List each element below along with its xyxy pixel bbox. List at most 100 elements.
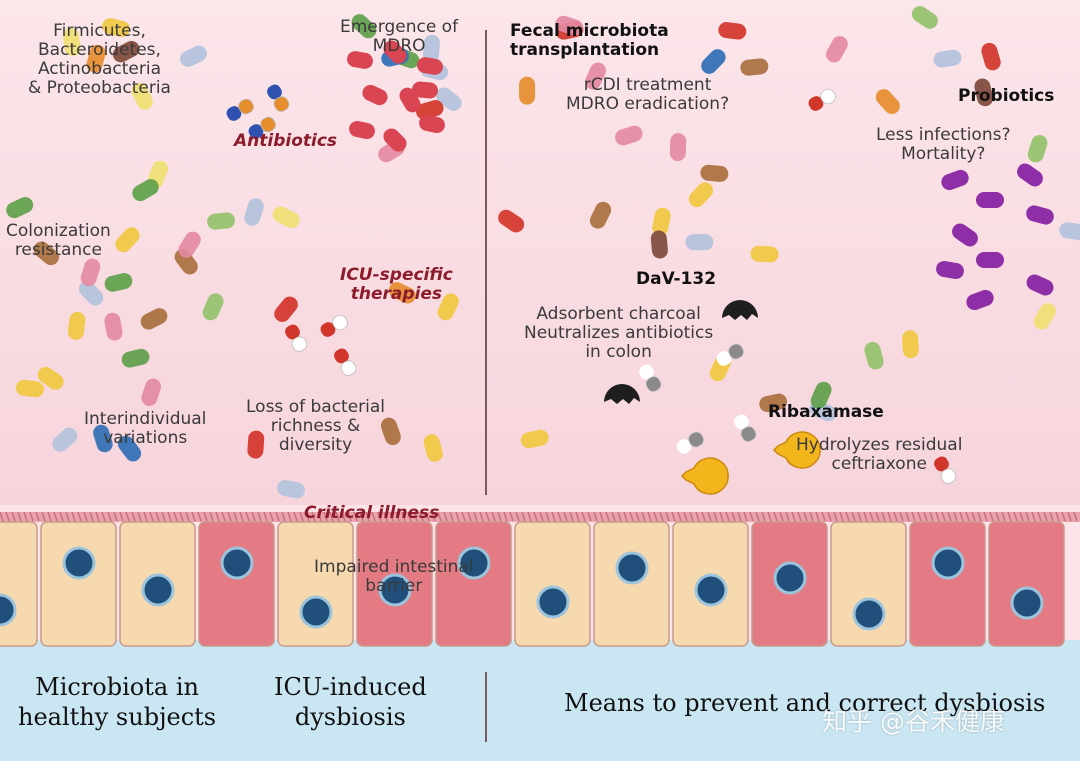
microvilli (845, 511, 850, 522)
microvilli (35, 511, 40, 522)
microvilli (791, 511, 796, 522)
microvilli (911, 511, 916, 522)
probiotic-bacterium (1026, 274, 1054, 296)
critical-illness-label: Critical illness (304, 503, 440, 523)
bacterium (104, 273, 133, 292)
microvilli (125, 511, 130, 522)
colonization-resistance-label: Colonization resistance (6, 221, 111, 260)
microvilli (377, 511, 382, 522)
microvilli (143, 511, 148, 522)
bacterium (685, 234, 714, 251)
impaired-barrier-label: Impaired intestinal barrier (314, 557, 474, 596)
microvilli (707, 511, 712, 522)
microvilli (263, 511, 268, 522)
microvilli (1019, 511, 1024, 522)
microvilli (617, 511, 622, 522)
bacterium (1033, 303, 1056, 330)
microvilli (755, 511, 760, 522)
bacterium (380, 417, 401, 446)
capsule-half (740, 426, 757, 442)
microvilli (323, 511, 328, 522)
microvilli (749, 511, 754, 522)
microvilli (185, 511, 190, 522)
microvilli (1013, 511, 1018, 522)
antibiotic-capsule (934, 456, 957, 484)
microvilli (155, 511, 160, 522)
microvilli (767, 511, 772, 522)
bacterium (207, 212, 236, 230)
microvilli (713, 511, 718, 522)
microvilli (545, 511, 550, 522)
capsule-half (934, 456, 949, 472)
mdro-bacterium (383, 40, 407, 64)
capsule-half (273, 96, 290, 112)
bacterium (277, 480, 305, 499)
capsule-half (820, 88, 836, 105)
microvilli (557, 511, 562, 522)
bacterium (810, 381, 832, 409)
microvilli (41, 511, 46, 522)
microvilli (347, 511, 352, 522)
microvilli (929, 511, 934, 522)
microvilli (401, 511, 406, 522)
microvilli (779, 511, 784, 522)
microvilli (683, 511, 688, 522)
epithelial-cell (514, 521, 591, 647)
microvilli (893, 511, 898, 522)
microvilli (305, 511, 310, 522)
microvilli (569, 511, 574, 522)
bacterium (351, 14, 377, 39)
bacterium (750, 245, 779, 263)
microvilli (1025, 511, 1030, 522)
antibiotic-capsule (320, 314, 348, 337)
bacterium (121, 348, 150, 368)
microvilli (455, 511, 460, 522)
microvilli (941, 511, 946, 522)
microvilli (29, 511, 34, 522)
probiotics-title: Probiotics (958, 86, 1055, 106)
probiotic-bacterium (1026, 205, 1054, 225)
microvilli (947, 511, 952, 522)
bacterium (669, 133, 687, 162)
bacterium (520, 429, 549, 449)
bacterium (688, 182, 714, 208)
ribaxamase-title: Ribaxamase (768, 402, 884, 422)
microvilli (491, 511, 496, 522)
microvilli (833, 511, 838, 522)
microvilli (299, 511, 304, 522)
microvilli (149, 511, 154, 522)
microvilli (659, 511, 664, 522)
bacterium (1027, 135, 1048, 163)
microvilli (77, 511, 82, 522)
microvilli (227, 511, 232, 522)
bacterium (718, 22, 747, 40)
capsule-half (645, 376, 662, 392)
bacterium (1059, 222, 1080, 241)
microvilli (923, 511, 928, 522)
microvilli (275, 511, 280, 522)
microvilli (731, 511, 736, 522)
microvilli (701, 511, 706, 522)
bacterium (112, 40, 140, 63)
bacterium (740, 58, 769, 76)
cell-nucleus (220, 546, 254, 580)
microvilli (887, 511, 892, 522)
microvilli (1067, 511, 1072, 522)
antibiotic-capsule (676, 431, 704, 454)
bacterium (423, 34, 440, 63)
charcoal-particle (604, 384, 640, 404)
microvilli (863, 511, 868, 522)
epithelium-layer (0, 511, 1080, 647)
bacterium (247, 430, 265, 459)
healthy-subjects-caption: Microbiota in healthy subjects (18, 673, 217, 731)
microvilli (203, 511, 208, 522)
microvilli (47, 511, 52, 522)
microvilli (119, 511, 124, 522)
bacterium (519, 76, 536, 105)
cell-nucleus (457, 546, 491, 580)
bacterium (132, 179, 159, 202)
microvilli (353, 511, 358, 522)
microvilli (269, 511, 274, 522)
microvilli (371, 511, 376, 522)
microvilli (197, 511, 202, 522)
